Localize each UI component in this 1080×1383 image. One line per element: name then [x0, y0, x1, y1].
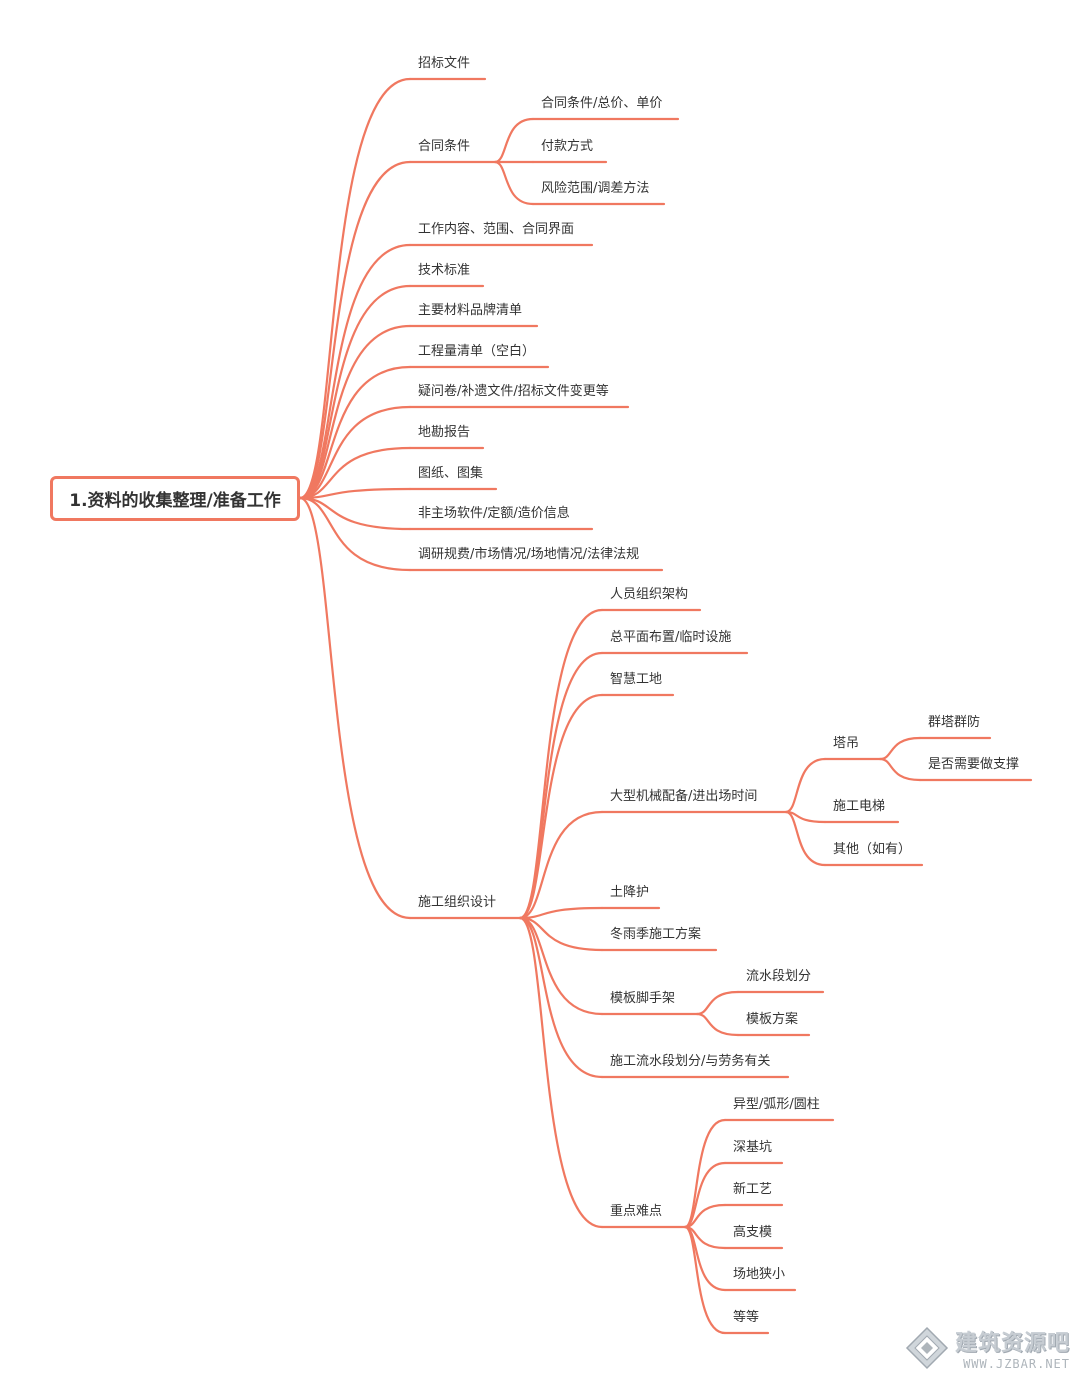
branch-9-connector [298, 487, 412, 500]
watermark-logo-icon [905, 1326, 949, 1370]
branch-3[interactable]: 工作内容、范围、合同界面 [418, 221, 574, 237]
branch-12-child-4-connector [518, 810, 604, 920]
branch-12-child-3-connector [518, 693, 604, 920]
branch-4-connector [298, 284, 412, 500]
branch-12-child-3[interactable]: 智慧工地 [610, 671, 662, 687]
watermark-en: WWW.JZBAR.NET [963, 1357, 1070, 1371]
branch-12-child-2[interactable]: 总平面布置/临时设施 [610, 630, 731, 645]
key-point-child-1-connector [683, 1118, 727, 1229]
watermark: 建筑资源吧 WWW.JZBAR.NET [905, 1325, 1070, 1371]
branch-1-connector [298, 77, 412, 500]
branch-12-child-5[interactable]: 土降护 [610, 885, 649, 900]
branch-12-child-9-connector [518, 916, 604, 1229]
branch-12-child-8[interactable]: 施工流水段划分/与劳务有关 [610, 1053, 770, 1069]
branch-7[interactable]: 疑问卷/补遗文件/招标文件变更等 [418, 383, 609, 399]
key-point-child-3[interactable]: 新工艺 [733, 1181, 772, 1197]
key-point-child-2-connector [683, 1161, 727, 1229]
formwork-child-2-connector [695, 1012, 740, 1037]
branch-6-connector [298, 365, 412, 500]
crane-child-2-connector [878, 757, 922, 782]
branch-2-child-1-connector [493, 117, 535, 164]
branch-4[interactable]: 技术标准 [418, 263, 470, 278]
branch-5[interactable]: 主要材料品牌清单 [418, 302, 522, 318]
key-point-child-1[interactable]: 异型/弧形/圆柱 [733, 1097, 820, 1112]
key-point-child-4[interactable]: 高支模 [733, 1224, 772, 1240]
machinery-child-2[interactable]: 施工电梯 [833, 799, 885, 814]
machinery-child-1[interactable]: 塔吊 [833, 736, 859, 751]
key-point-child-6[interactable]: 等等 [733, 1309, 759, 1325]
watermark-cn: 建筑资源吧 [954, 1331, 1070, 1356]
formwork-child-2[interactable]: 模板方案 [746, 1011, 798, 1027]
branch-12-child-6[interactable]: 冬雨季施工方案 [610, 926, 701, 942]
key-point-child-6-connector [683, 1225, 727, 1335]
branch-1[interactable]: 招标文件 [418, 56, 470, 71]
branch-6[interactable]: 工程量清单（空白） [418, 343, 535, 359]
machinery-child-3-connector [784, 810, 827, 867]
branch-8-connector [298, 446, 412, 500]
branch-12-child-7-connector [518, 916, 604, 1016]
branch-9[interactable]: 图纸、图集 [418, 465, 483, 481]
branch-12-child-5-connector [518, 906, 604, 920]
branch-12-child-2-connector [518, 651, 604, 920]
branch-2-connector [298, 160, 412, 500]
branch-12-child-6-connector [518, 916, 604, 952]
branch-7-connector [298, 405, 412, 500]
branch-12-child-8-connector [518, 916, 604, 1079]
machinery-child-3[interactable]: 其他（如有） [833, 841, 911, 857]
branch-2-child-2[interactable]: 付款方式 [541, 138, 593, 154]
machinery-child-1-connector [784, 757, 827, 814]
key-point-child-5[interactable]: 场地狭小 [733, 1267, 785, 1282]
branch-2-child-3-connector [493, 160, 535, 206]
branch-5-connector [298, 324, 412, 500]
branch-2-child-3[interactable]: 风险范围/调差方法 [541, 180, 649, 196]
branch-10-connector [298, 496, 412, 531]
branch-11-connector [298, 496, 412, 572]
branch-12-child-9[interactable]: 重点难点 [610, 1203, 662, 1219]
formwork-child-1[interactable]: 流水段划分 [746, 969, 811, 984]
formwork-child-1-connector [695, 990, 740, 1016]
branch-2[interactable]: 合同条件 [418, 138, 470, 154]
branch-12-child-1[interactable]: 人员组织架构 [610, 587, 688, 602]
branch-8[interactable]: 地勘报告 [418, 425, 470, 440]
branch-10[interactable]: 非主场软件/定额/造价信息 [418, 505, 570, 521]
branch-2-child-1[interactable]: 合同条件/总价、单价 [541, 95, 662, 111]
branch-12-connector [298, 496, 412, 920]
root-node[interactable]: 1.资料的收集整理/准备工作 [50, 476, 300, 521]
crane-child-1[interactable]: 群塔群防 [928, 714, 980, 730]
branch-12[interactable]: 施工组织设计 [418, 895, 496, 910]
crane-child-1-connector [878, 736, 922, 761]
branch-12-child-4[interactable]: 大型机械配备/进出场时间 [610, 788, 757, 804]
branch-12-child-7[interactable]: 模板脚手架 [610, 990, 675, 1006]
crane-child-2[interactable]: 是否需要做支撑 [928, 757, 1019, 772]
key-point-child-2[interactable]: 深基坑 [733, 1140, 772, 1155]
branch-11[interactable]: 调研规费/市场情况/场地情况/法律法规 [418, 546, 639, 562]
